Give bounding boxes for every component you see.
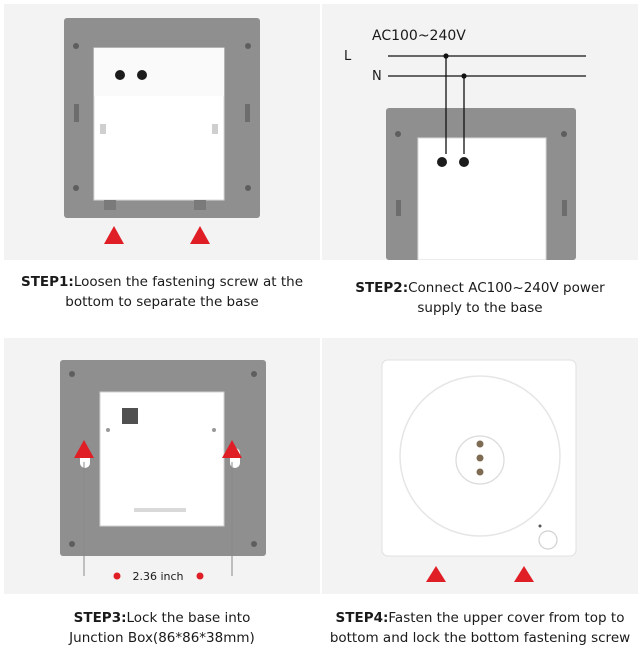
step2-line1: Connect AC100~240V power (408, 280, 605, 296)
terminal (137, 70, 147, 80)
frame-slot (562, 200, 567, 216)
junction-dot (461, 73, 467, 79)
bottom-tab (104, 200, 116, 210)
red-arrow-icon (104, 226, 124, 244)
touch-ring (399, 375, 561, 537)
step1-caption: STEP1:Loosen the fastening screw at the … (4, 272, 320, 312)
module-top (94, 48, 224, 96)
indicator-dot (476, 440, 484, 448)
relay-block (122, 408, 138, 424)
frame-hole (395, 131, 401, 137)
base-module (99, 391, 225, 527)
module-dot (212, 428, 216, 432)
small-button-icon (538, 530, 558, 550)
module-text-strip (134, 508, 186, 512)
step1-line1: Loosen the fastening screw at the (73, 274, 304, 290)
wire-n-label: N (372, 69, 382, 84)
step3-line1: Lock the base into (126, 610, 251, 626)
dimension-label: 2.36 inch (132, 570, 183, 583)
step4-caption: STEP4:Fasten the upper cover from top to… (322, 608, 638, 648)
indicator-dot (476, 454, 484, 462)
frame-hole (245, 185, 251, 191)
step1-panel: STEP1:Loosen the fastening screw at the … (4, 4, 320, 322)
step3-photo: 2.36 inch (4, 338, 320, 594)
frame-hole (69, 541, 75, 547)
terminal (459, 157, 469, 167)
step3-line2: Junction Box(86*86*38mm) (69, 630, 255, 646)
step3-label: STEP3: (73, 610, 127, 626)
frame-hole (245, 43, 251, 49)
dimension-marker (113, 572, 121, 580)
step2-line2: supply to the base (417, 300, 543, 316)
bottom-tab (194, 200, 206, 210)
step3-caption: STEP3:Lock the base into Junction Box(86… (4, 608, 320, 648)
step3-panel: 2.36 inch STEP3:Lock the base into Junct… (4, 338, 320, 656)
dimension-marker (196, 572, 204, 580)
step4-label: STEP4: (335, 610, 389, 626)
red-arrow-icon (74, 440, 94, 458)
center-ring (455, 435, 505, 485)
step1-label: STEP1: (20, 274, 74, 290)
terminal (437, 157, 447, 167)
red-arrow-icon (222, 440, 242, 458)
step1-illustration (64, 18, 260, 244)
red-arrow-icon (514, 566, 534, 582)
frame-slot (396, 200, 401, 216)
step4-line1: Fasten the upper cover from top to (388, 610, 625, 626)
step4-illustration (381, 359, 577, 582)
wire-title: AC100~240V (372, 28, 466, 44)
step1-line2: bottom to separate the base (65, 294, 259, 310)
step4-photo (322, 338, 638, 594)
step3-illustration: 2.36 inch (60, 360, 266, 583)
step1-photo (4, 4, 320, 260)
clip (100, 124, 106, 134)
frame-hole (251, 371, 257, 377)
step2-illustration: AC100~240V L N (344, 28, 586, 260)
wire-l-label: L (344, 49, 352, 64)
frame-hole (251, 541, 257, 547)
indicator-dot (476, 468, 484, 476)
step2-photo: AC100~240V L N (322, 4, 638, 260)
frame-slot (245, 104, 250, 122)
clip (212, 124, 218, 134)
step2-label: STEP2: (355, 280, 409, 296)
frame-hole (73, 43, 79, 49)
frame-slot (74, 104, 79, 122)
frame-hole (69, 371, 75, 377)
led-dot (538, 524, 542, 528)
frame-hole (561, 131, 567, 137)
frame-hole (73, 185, 79, 191)
junction-dot (443, 53, 449, 59)
step2-panel: AC100~240V L N STEP2:Connect AC100~240V … (322, 4, 638, 322)
step4-line2: bottom and lock the bottom fastening scr… (329, 630, 631, 646)
terminal (115, 70, 125, 80)
base-module (417, 137, 547, 260)
module-dot (106, 428, 110, 432)
red-arrow-icon (426, 566, 446, 582)
red-arrow-icon (190, 226, 210, 244)
step4-panel: STEP4:Fasten the upper cover from top to… (322, 338, 638, 656)
step2-caption: STEP2:Connect AC100~240V power supply to… (322, 278, 638, 318)
